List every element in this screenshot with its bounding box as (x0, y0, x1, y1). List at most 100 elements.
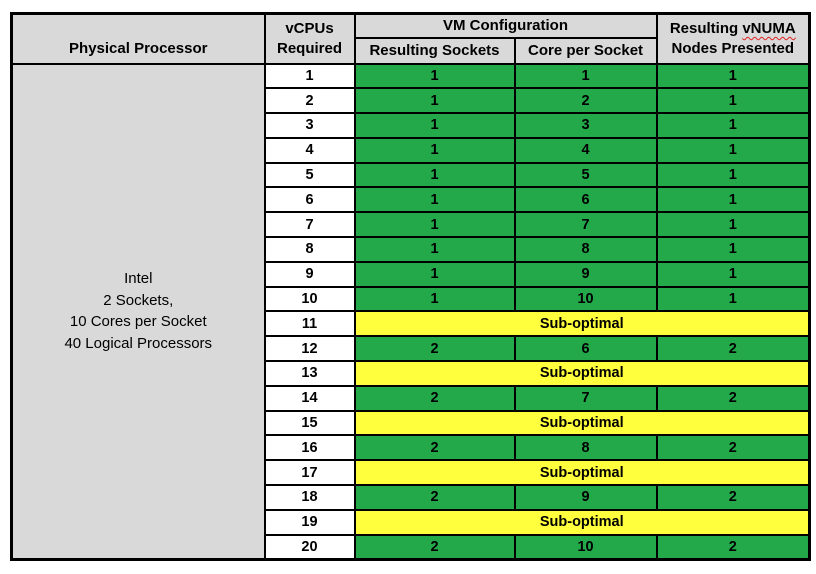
vnuma-spellcheck-word: vNUMA (742, 19, 796, 37)
vcpus-required-cell: 10 (263, 285, 356, 313)
resulting-sockets-cell: 1 (353, 285, 516, 313)
suboptimal-cell: Sub-optimal (353, 360, 811, 387)
core-per-socket-cell: 6 (513, 186, 658, 214)
header-vcpus-required: vCPUs Required (263, 12, 356, 65)
vnuma-nodes-cell: 2 (655, 434, 811, 462)
physical-processor-line-4: 40 Logical Processors (64, 334, 213, 352)
vcpus-required-cell: 1 (263, 62, 356, 90)
vcpus-required-cell: 7 (263, 211, 356, 239)
suboptimal-cell: Sub-optimal (353, 459, 811, 487)
header-vnuma-line1: Resulting vNUMA (659, 19, 808, 39)
header-row-2: Resulting Sockets Core per Socket (12, 36, 810, 65)
vcpus-required-cell: 20 (263, 533, 356, 561)
core-per-socket-cell: 8 (513, 236, 658, 263)
resulting-sockets-cell: 1 (353, 87, 516, 115)
resulting-sockets-cell: 1 (353, 112, 516, 139)
core-per-socket-cell: 10 (513, 285, 658, 313)
vcpus-required-cell: 2 (263, 87, 356, 115)
vnuma-nodes-cell: 1 (655, 112, 811, 139)
vnuma-nodes-cell: 2 (655, 533, 811, 561)
vcpus-required-cell: 8 (263, 236, 356, 263)
core-per-socket-cell: 5 (513, 161, 658, 189)
suboptimal-cell: Sub-optimal (353, 310, 811, 338)
resulting-sockets-cell: 1 (353, 62, 516, 90)
vcpus-required-cell: 12 (263, 335, 356, 363)
core-per-socket-cell: 6 (513, 335, 658, 363)
header-physical-processor: Physical Processor (10, 12, 266, 65)
vnuma-nodes-cell: 1 (655, 161, 811, 189)
resulting-sockets-cell: 1 (353, 211, 516, 239)
core-per-socket-cell: 1 (513, 62, 658, 90)
header-vcpus-line2: Required (276, 39, 342, 57)
header-resulting-sockets: Resulting Sockets (353, 36, 516, 65)
header-vnuma-prefix: Resulting (669, 19, 739, 37)
vcpus-required-cell: 11 (263, 310, 356, 338)
vcpus-required-cell: 14 (263, 384, 356, 412)
core-per-socket-cell: 8 (513, 434, 658, 462)
resulting-sockets-cell: 2 (353, 434, 516, 462)
resulting-sockets-cell: 1 (353, 236, 516, 263)
physical-processor-cell: Intel 2 Sockets, 10 Cores per Socket 40 Log… (10, 62, 266, 561)
resulting-sockets-cell: 2 (353, 533, 516, 561)
vnuma-nodes-cell: 1 (655, 211, 811, 239)
resulting-sockets-cell: 2 (353, 384, 516, 412)
resulting-sockets-cell: 2 (353, 335, 516, 363)
vnuma-nodes-cell: 1 (655, 186, 811, 214)
resulting-sockets-cell: 2 (353, 484, 516, 511)
vcpus-required-cell: 3 (263, 112, 356, 139)
vcpus-required-cell: 15 (263, 409, 356, 437)
vcpus-required-cell: 19 (263, 508, 356, 536)
vnuma-nodes-cell: 1 (655, 236, 811, 263)
header-resulting-vnuma-nodes: Resulting vNUMA Nodes Presented (655, 12, 811, 65)
vcpus-required-cell: 13 (263, 360, 356, 387)
physical-processor-line-2: 2 Sockets, (103, 291, 174, 309)
core-per-socket-cell: 2 (513, 87, 658, 115)
core-per-socket-cell: 7 (513, 384, 658, 412)
vnuma-configuration-table: Physical Processor vCPUs Required VM Con… (10, 12, 812, 561)
vnuma-nodes-cell: 2 (655, 484, 811, 511)
vnuma-nodes-cell: 2 (655, 335, 811, 363)
suboptimal-cell: Sub-optimal (353, 409, 811, 437)
suboptimal-cell: Sub-optimal (353, 508, 811, 536)
vcpus-required-cell: 6 (263, 186, 356, 214)
vcpus-required-cell: 16 (263, 434, 356, 462)
vcpus-required-cell: 17 (263, 459, 356, 487)
physical-processor-line-1: Intel (124, 270, 153, 288)
header-row-1: Physical Processor vCPUs Required VM Con… (10, 12, 811, 65)
physical-processor-line-3: 10 Cores per Socket (69, 313, 207, 331)
vnuma-nodes-cell: 1 (655, 260, 811, 288)
core-per-socket-cell: 10 (513, 533, 658, 561)
table-row-vcpu-1: Intel 2 Sockets, 10 Cores per Socket 40 Log… (10, 62, 811, 561)
vnuma-nodes-cell: 1 (655, 62, 811, 90)
core-per-socket-cell: 3 (513, 112, 658, 139)
header-vm-configuration: VM Configuration (353, 12, 658, 39)
core-per-socket-cell: 7 (513, 211, 658, 239)
resulting-sockets-cell: 1 (353, 161, 516, 189)
header-core-per-socket: Core per Socket (513, 36, 658, 65)
resulting-sockets-cell: 1 (353, 136, 516, 164)
vcpus-required-cell: 4 (263, 136, 356, 164)
table-body: Intel 2 Sockets, 10 Cores per Socket 40 Log… (10, 62, 811, 561)
vnuma-nodes-cell: 2 (655, 384, 811, 412)
vcpus-required-cell: 5 (263, 161, 356, 189)
resulting-sockets-cell: 1 (353, 186, 516, 214)
core-per-socket-cell: 9 (513, 484, 658, 511)
